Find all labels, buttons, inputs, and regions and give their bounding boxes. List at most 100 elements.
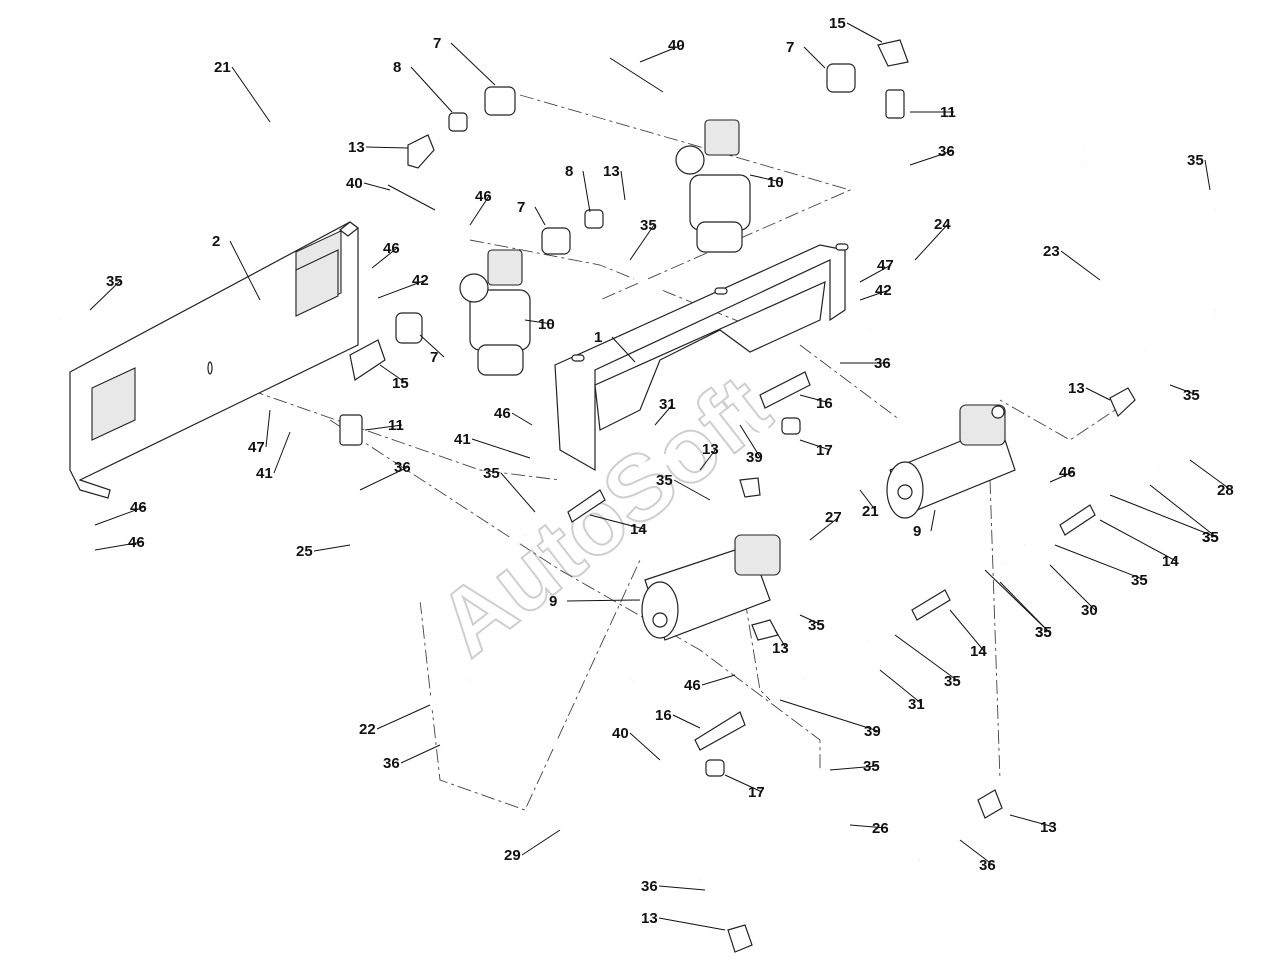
leader-line — [265, 409, 271, 448]
leader-line — [930, 509, 936, 532]
part-number-label: 35 — [944, 673, 961, 690]
part-number-label: 2 — [212, 233, 220, 250]
leader-line — [365, 146, 409, 149]
leader-line — [859, 289, 890, 301]
part-number-label: 21 — [862, 503, 879, 520]
leader-line — [94, 541, 143, 551]
part-number-label: 36 — [383, 755, 400, 772]
part-number-label: 35 — [863, 758, 880, 775]
part-number-label: 14 — [1162, 553, 1179, 570]
leader-line — [654, 403, 674, 426]
part-number-label: 47 — [877, 257, 894, 274]
leader-line — [450, 42, 496, 86]
leader-line — [1189, 459, 1232, 491]
part-number-label: 8 — [393, 59, 401, 76]
part-number-label: 21 — [214, 59, 231, 76]
leader-line — [774, 629, 787, 649]
part-number-label: 39 — [746, 449, 763, 466]
part-number-label: 46 — [475, 188, 492, 205]
part-number-label: 46 — [130, 499, 147, 516]
part-number-label: 22 — [359, 721, 376, 738]
leader-line — [1149, 484, 1217, 538]
part-number-label: 17 — [748, 784, 765, 801]
filter-right — [675, 119, 751, 253]
part-number-label: 13 — [348, 139, 365, 156]
leader-line — [620, 170, 626, 201]
part-number-label: 13 — [772, 640, 789, 657]
pump-lower — [641, 534, 781, 641]
part-number-label: 47 — [248, 439, 265, 456]
leader-line — [1099, 519, 1177, 562]
leader-line — [521, 829, 561, 856]
leader-line — [229, 240, 261, 301]
leader-line — [589, 514, 645, 530]
part-number-label: 35 — [656, 472, 673, 489]
part-number-label: 7 — [786, 39, 794, 56]
part-number-label: 29 — [504, 847, 521, 864]
leader-line — [658, 917, 726, 931]
part-number-label: 1 — [594, 329, 602, 346]
leader-line — [1085, 387, 1111, 401]
part-number-label: 46 — [494, 405, 511, 422]
construction-lines — [249, 94, 1131, 811]
part-number-label: 35 — [1187, 152, 1204, 169]
leader-line — [377, 279, 427, 299]
part-number-label: 35 — [1035, 624, 1052, 641]
leader-line — [809, 516, 840, 541]
leader-line — [859, 489, 877, 512]
part-number-label: 11 — [388, 417, 404, 434]
leader-line — [376, 704, 431, 730]
part-number-label: 36 — [394, 459, 411, 476]
part-number-label: 13 — [1040, 819, 1057, 836]
leader-line — [1054, 544, 1146, 581]
leader-line — [1060, 250, 1101, 281]
leader-line — [400, 744, 441, 764]
part-number-label: 46 — [684, 677, 701, 694]
leader-line — [699, 448, 717, 471]
part-number-label: 35 — [1131, 572, 1148, 589]
part-number-label: 31 — [659, 396, 676, 413]
leader-line — [846, 22, 883, 43]
leader-line — [701, 674, 736, 686]
part-number-label: 9 — [549, 593, 557, 610]
leader-line — [849, 824, 887, 829]
leader-line — [984, 569, 1050, 633]
part-number-label: 35 — [1035, 624, 1052, 641]
leader-line — [914, 223, 949, 261]
part-number-label: 9 — [913, 523, 921, 540]
leader-line — [629, 732, 661, 761]
leader-line — [1204, 159, 1211, 191]
part-number-label: 40 — [668, 37, 685, 54]
part-number-label: 36 — [874, 355, 891, 372]
fittings — [339, 39, 1136, 953]
leader-line — [371, 247, 398, 269]
leader-line — [1109, 494, 1217, 538]
leader-line — [566, 599, 641, 602]
leader-line — [803, 46, 826, 69]
leader-line — [959, 839, 994, 866]
leader-line — [859, 264, 892, 283]
leader-line — [511, 412, 533, 426]
leader-line — [410, 66, 453, 113]
part-number-label: 35 — [1183, 387, 1200, 404]
leader-line — [359, 466, 409, 491]
part-number-label: 41 — [256, 465, 273, 482]
part-number-label: 16 — [816, 395, 833, 412]
leader-line — [582, 170, 591, 213]
part-number-label: 35 — [106, 273, 123, 290]
part-number-label: 13 — [1068, 380, 1085, 397]
leader-line — [94, 506, 145, 526]
part-number-label: 24 — [934, 216, 951, 233]
part-number-label: 11 — [940, 104, 956, 121]
part-number-label: 14 — [630, 521, 647, 538]
part-number-label: 17 — [816, 442, 833, 459]
part-number-label: 25 — [296, 543, 313, 560]
leader-line — [534, 206, 546, 226]
leader-line — [524, 319, 553, 325]
part-number-label: 35 — [640, 217, 657, 234]
leader-line — [500, 472, 536, 513]
leader-line — [894, 634, 959, 682]
leader-line — [1049, 564, 1096, 611]
